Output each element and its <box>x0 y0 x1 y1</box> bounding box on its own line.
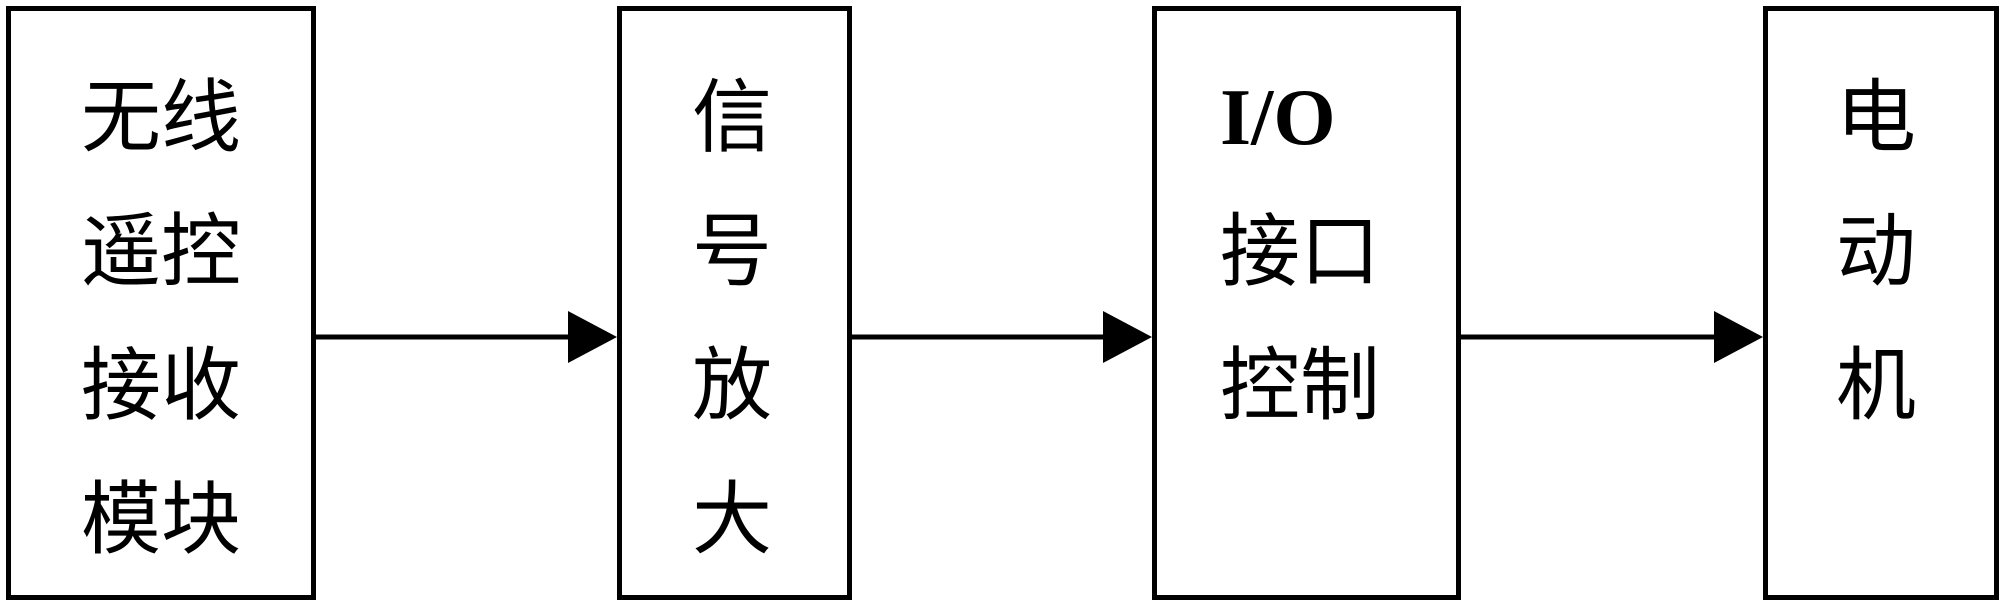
arrow-2 <box>852 311 1152 363</box>
block-label-line: 机 <box>1836 339 1916 432</box>
block-signal-amplifier: 信 号 放 大 <box>617 6 852 600</box>
block-label-line: 无线 <box>81 71 241 164</box>
block-io-control: I/O 接口 控制 <box>1152 6 1461 600</box>
block-label-line: 模块 <box>81 473 241 566</box>
block-label-line: 电 <box>1836 71 1916 164</box>
block-label-line: 大 <box>692 473 772 566</box>
block-label-line: 遥控 <box>81 205 241 298</box>
block-label-line: 接收 <box>81 339 241 432</box>
block-label-line: 动 <box>1836 205 1916 298</box>
block-label-line: 信 <box>692 71 772 164</box>
block-wireless-receiver: 无线 遥控 接收 模块 <box>6 6 316 600</box>
block-motor: 电 动 机 <box>1763 6 1999 600</box>
arrow-head-icon <box>1103 311 1152 363</box>
arrow-head-icon <box>1714 311 1763 363</box>
block-label-line: I/O <box>1220 74 1336 162</box>
block-label-line: 号 <box>692 205 772 298</box>
arrow-head-icon <box>568 311 617 363</box>
block-label-line: 放 <box>692 339 772 432</box>
arrow-1 <box>316 311 617 363</box>
block-label-line: 接口 <box>1220 205 1380 298</box>
block-label-line: 控制 <box>1220 339 1380 432</box>
arrow-3 <box>1461 311 1763 363</box>
